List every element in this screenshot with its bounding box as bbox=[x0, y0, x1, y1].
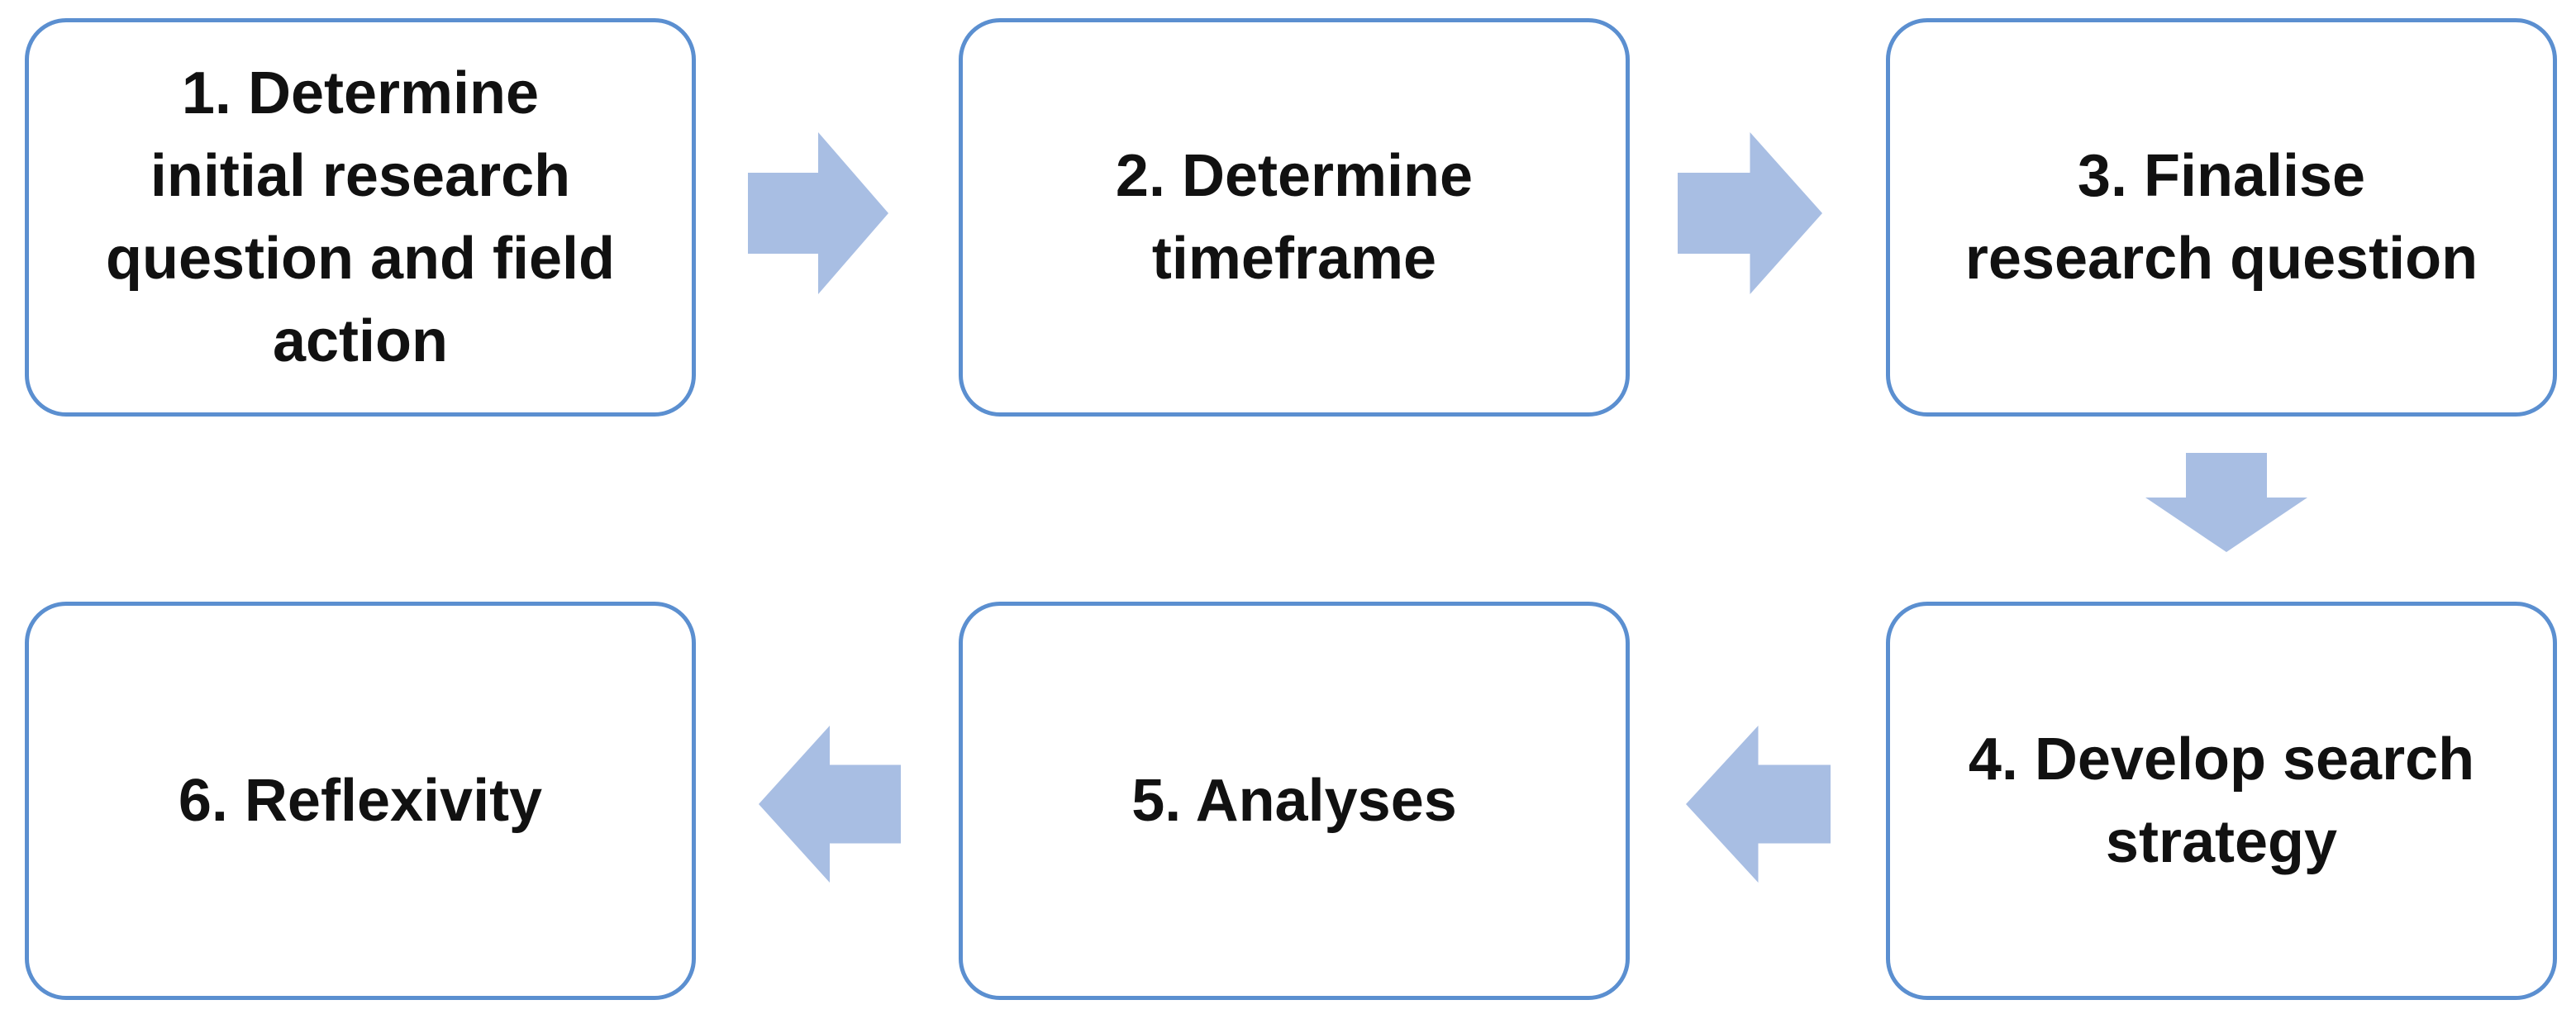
arrow-down-icon bbox=[2145, 453, 2307, 552]
step-2-box: 2. Determine timeframe bbox=[959, 18, 1630, 417]
step-5-box: 5. Analyses bbox=[959, 602, 1630, 1000]
step-3-label: 3. Finalise research question bbox=[1964, 143, 2478, 292]
arrow-left-icon bbox=[759, 726, 901, 883]
step-4-box: 4. Develop search strategy bbox=[1886, 602, 2557, 1000]
step-1-box: 1. Determine initial research question a… bbox=[25, 18, 696, 417]
arrow-right-icon bbox=[1678, 132, 1822, 294]
step-4-label: 4. Develop search strategy bbox=[1968, 726, 2475, 875]
step-2-label: 2. Determine timeframe bbox=[1115, 143, 1474, 292]
step-5-label: 5. Analyses bbox=[1131, 768, 1457, 834]
step-3-box: 3. Finalise research question bbox=[1886, 18, 2557, 417]
step-6-label: 6. Reflexivity bbox=[178, 768, 543, 834]
arrow-left-icon bbox=[1686, 726, 1831, 883]
step-6-box: 6. Reflexivity bbox=[25, 602, 696, 1000]
step-1-label: 1. Determine initial research question a… bbox=[105, 60, 615, 374]
arrow-right-icon bbox=[748, 132, 888, 294]
